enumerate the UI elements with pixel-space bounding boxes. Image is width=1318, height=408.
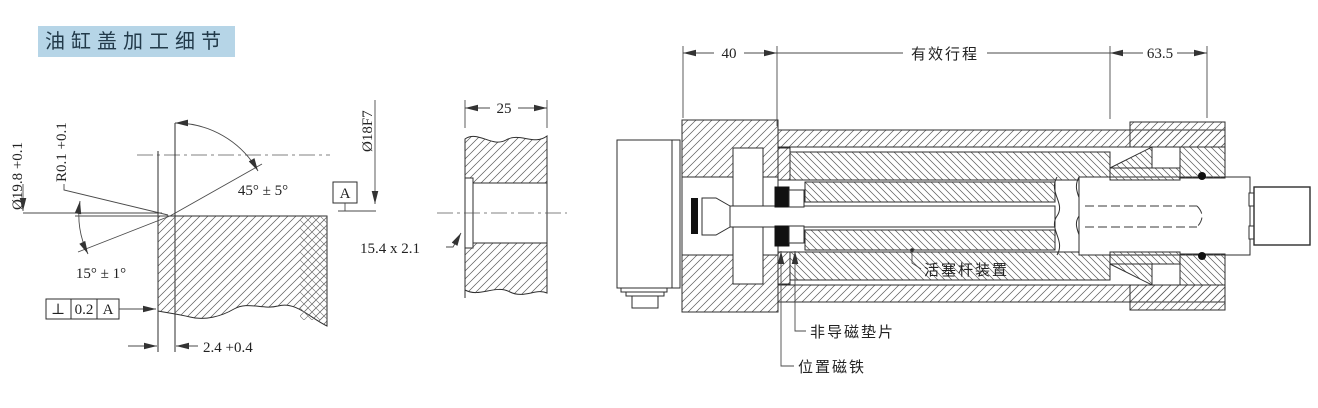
seal-dot-bottom [1198,252,1206,260]
cross-hatch-strip [300,216,327,320]
groove-dim-text: 15.4 x 2.1 [360,241,420,257]
connector-flange [620,287,668,293]
feature-control-frame: ⊥ 0.2 A [45,298,156,320]
connector-plug [631,295,659,309]
lip-width-dimension: 2.4 +0.4 [128,340,253,356]
width-dimension: 25 [464,100,548,128]
radius-leader [63,184,169,216]
fit-diameter-dimension: Ø18F7 [360,100,379,204]
spacer-bottom [788,225,805,244]
radius-dim: R0.1 +0.1 [54,122,70,182]
probe-base-seal [691,198,698,234]
stroke-dim-text: 有效行程 [911,46,979,63]
magnet-label: 位置磁铁 [798,359,866,376]
rod-break [1053,176,1083,256]
piston-rod-wall [804,181,1056,251]
chamfer-angle-text: 45° ± 5° [238,183,288,199]
head-length-text: 40 [722,46,737,62]
spacer-top [788,189,805,208]
taper-angle-text: 15° ± 1° [76,266,126,282]
bore-diameter-dim: Ø19.8 +0.1 [10,142,26,210]
sensor-probe [729,205,1056,228]
hidden-bore-end [1196,205,1203,228]
position-magnet-top [774,186,790,208]
cylinder-tube [777,129,1226,303]
angle-15-arc [74,200,89,255]
fit-diameter-text: Ø18F7 [360,110,376,152]
piston-rod-right [1078,176,1251,256]
fcf-datum: A [103,302,114,318]
fcf-symbol: ⊥ [51,302,65,318]
rod-end-block [1248,186,1311,246]
fcf-tolerance: 0.2 [75,302,94,318]
chamfer-45-line [169,163,263,217]
seal-dot-top [1198,172,1206,180]
connector-flange-2 [625,291,665,297]
probe-cone [701,197,731,236]
title-block: 油缸盖加工细节 [38,26,235,57]
position-magnet-set [774,186,805,247]
datum-flag: A [332,181,376,212]
title-highlight [38,26,235,57]
upper-section-hatch [464,134,548,184]
groove-dimension: 15.4 x 2.1 [360,232,462,257]
cylinder-assembly-view: 40 有效行程 63.5 [616,46,1311,376]
angle-45-arc [174,119,259,172]
page-title: 油缸盖加工细节 [45,30,227,53]
bushing-section-view: 25 15.4 x 2.1 [360,100,567,298]
sensor-housing [616,139,681,309]
taper-15-line [77,215,171,253]
piston-rod-label: 活塞杆装置 [924,261,1009,279]
top-dimension-chain: 40 有效行程 63.5 [682,46,1208,126]
lip-width-text: 2.4 +0.4 [203,340,253,356]
width-dim-text: 25 [497,101,512,117]
rod-gland [1109,121,1226,311]
head-cap [681,119,791,313]
cap-chamfer-detail-view: Ø19.8 +0.1 R0.1 +0.1 45° ± 5° 15° ± 1° ⊥ [10,100,379,356]
lower-section-hatch [464,242,548,295]
assembly-labels: 活塞杆装置 非导磁垫片 位置磁铁 [777,248,1009,376]
spacer-label: 非导磁垫片 [810,324,895,341]
gland-length-text: 63.5 [1147,46,1173,62]
position-magnet-bottom [774,225,790,247]
datum-flag-letter: A [340,186,351,202]
